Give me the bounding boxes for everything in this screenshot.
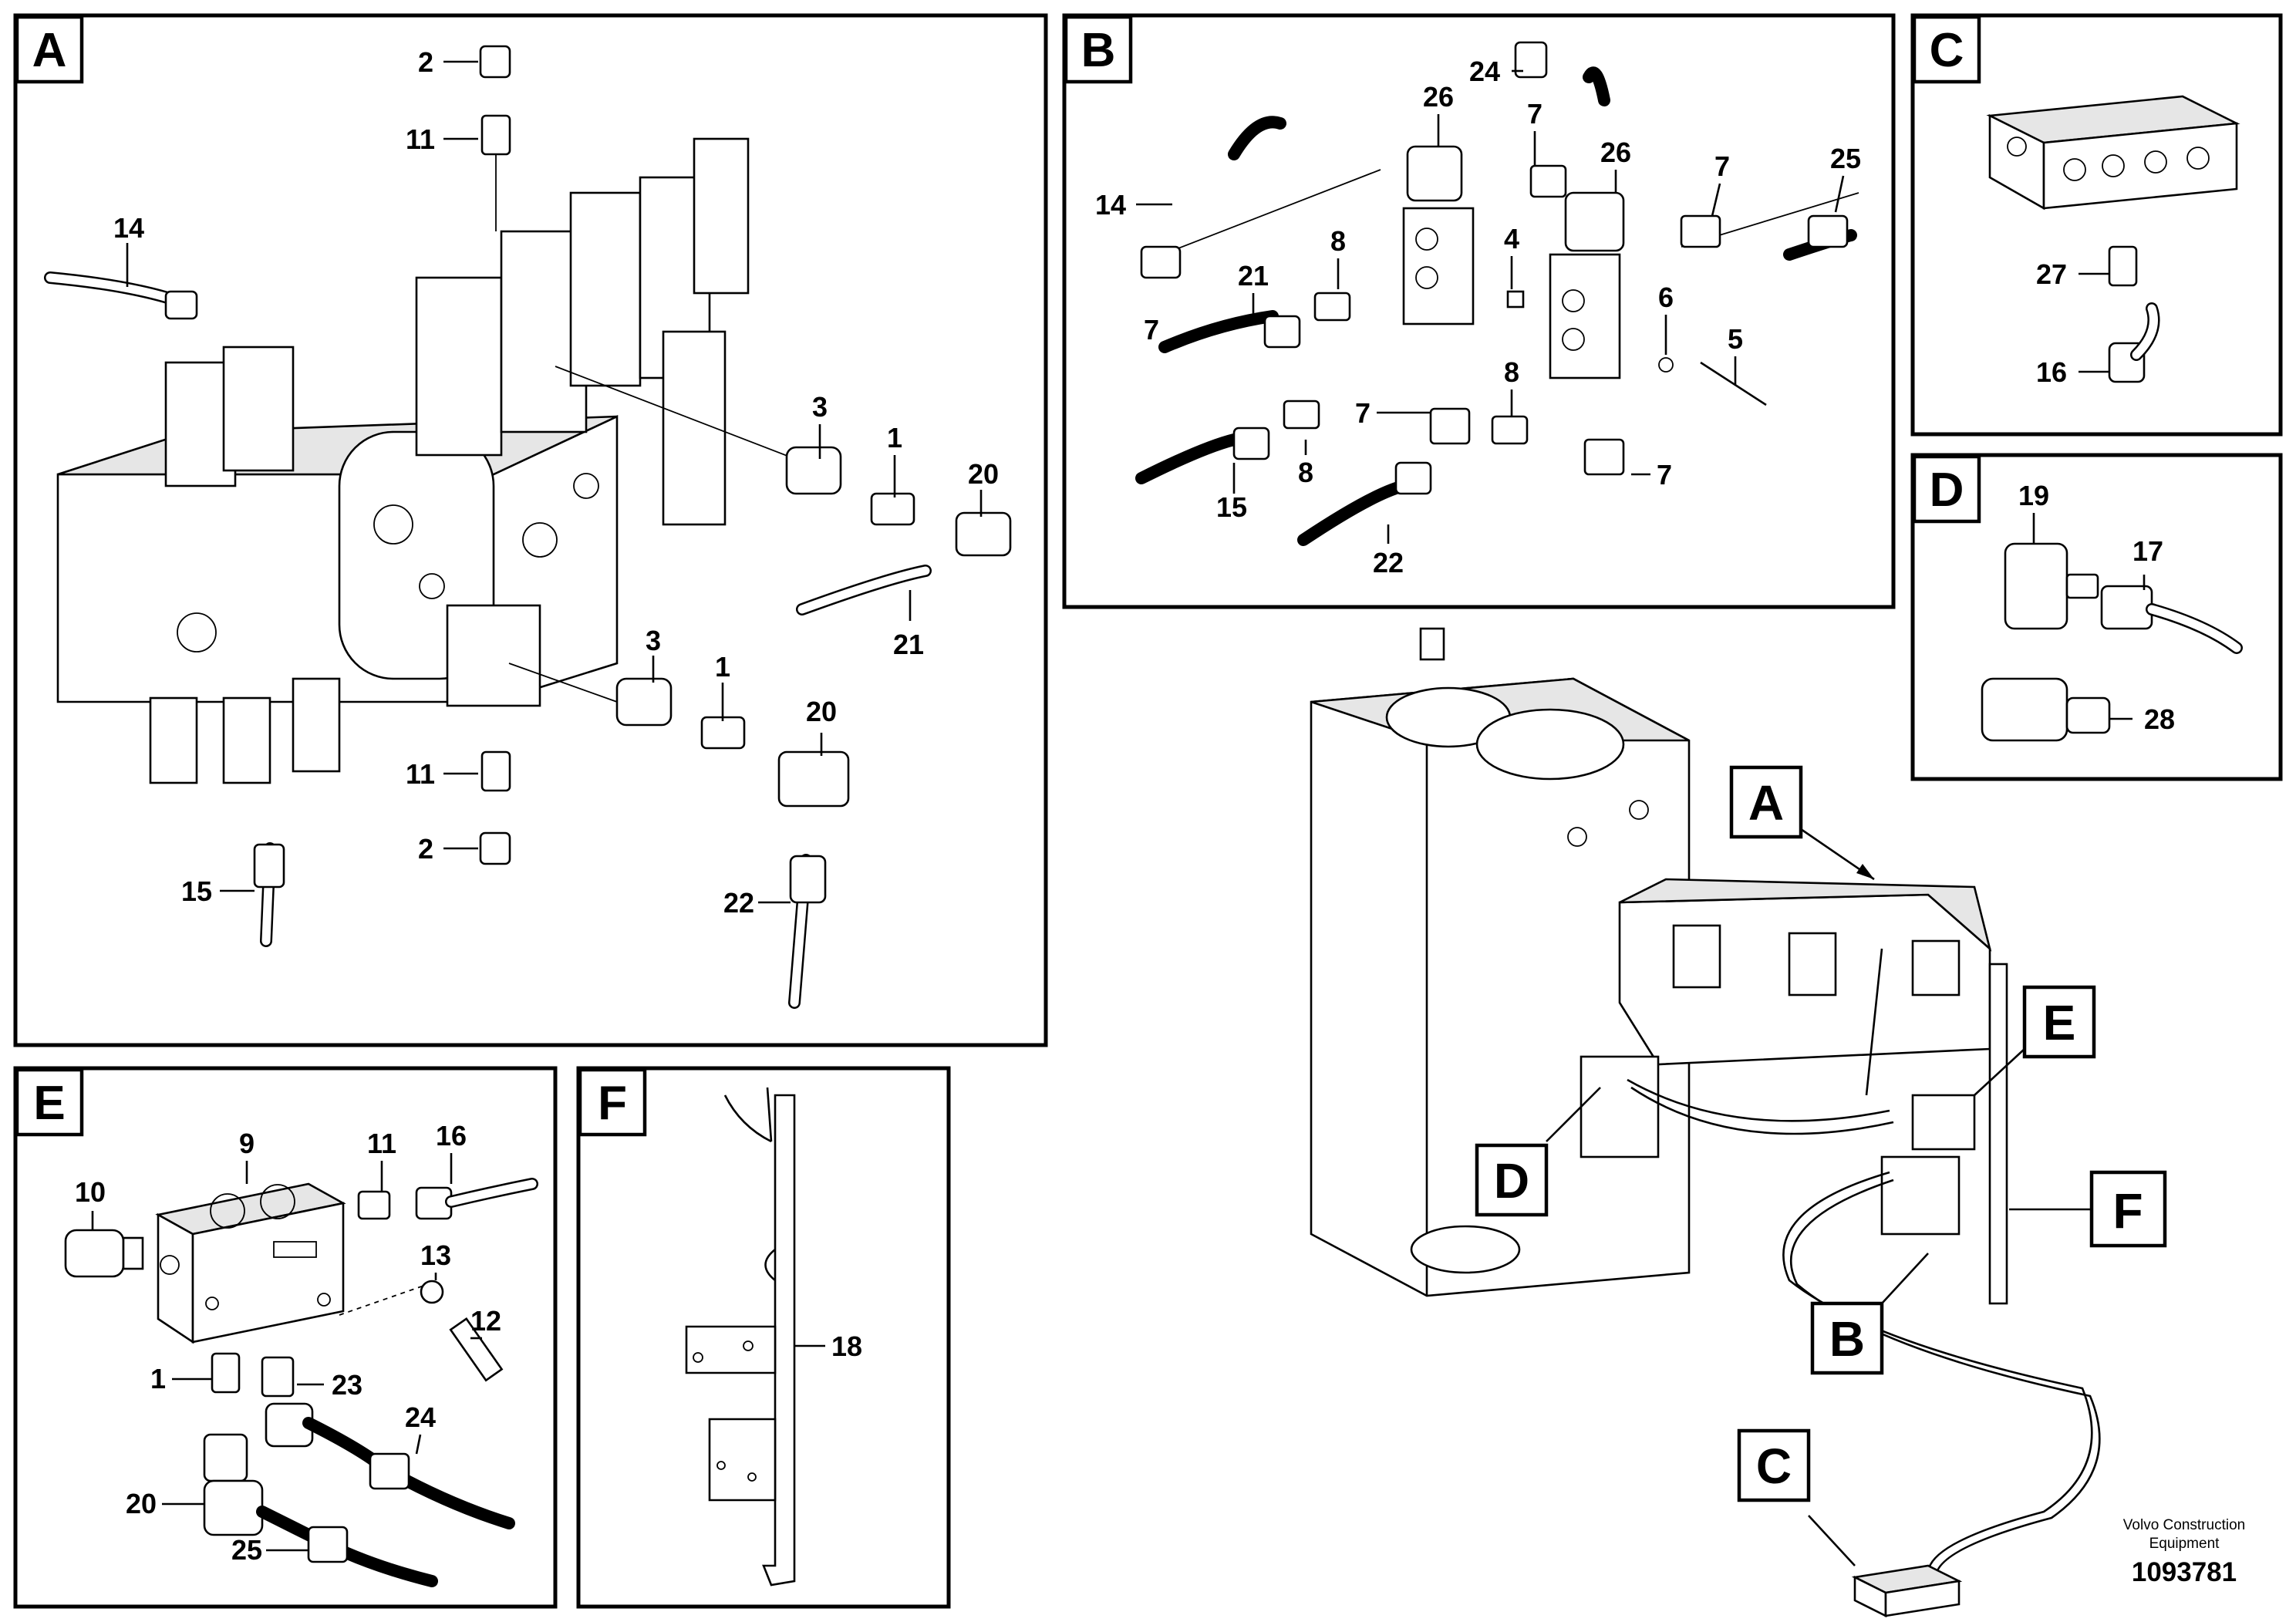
part-label: 1 [150, 1363, 166, 1394]
panel-d-letter: D [1930, 464, 1964, 517]
part-label: 1 [887, 422, 902, 454]
control-valve-drawing [56, 137, 750, 784]
part-label: 11 [367, 1128, 396, 1159]
part-label: 2 [418, 46, 433, 78]
part-label: 21 [1238, 260, 1269, 292]
panel-a-letter: A [32, 24, 67, 77]
panel-e-frame [13, 1066, 558, 1609]
part-label: 20 [126, 1488, 157, 1519]
part-label: 14 [1095, 189, 1126, 221]
panel-f-frame [576, 1066, 951, 1609]
part-label: 7 [1144, 314, 1159, 346]
part-label: 20 [968, 458, 999, 490]
part-label: 15 [181, 875, 212, 907]
callout-letter-e: E [2043, 995, 2076, 1050]
callout-letter-d: D [1494, 1153, 1529, 1209]
company-name-line2: Equipment [2149, 1536, 2220, 1552]
part-label: 24 [1469, 56, 1500, 87]
footer: Volvo Construction Equipment 1093781 [2123, 1517, 2245, 1587]
part-label: 8 [1298, 457, 1313, 488]
panel-d-frame [1910, 453, 2283, 781]
callout-box-f [2089, 1170, 2167, 1248]
part-label: 26 [1423, 81, 1454, 113]
panel-b: B [1062, 13, 1896, 609]
callout-box-d [1475, 1143, 1549, 1217]
callout-letter-a: A [1748, 775, 1784, 831]
part-label: 27 [2036, 258, 2067, 290]
panel-e-letter: E [33, 1077, 65, 1130]
part-label: 21 [893, 629, 924, 660]
panel-b-letter-box [1064, 15, 1133, 84]
panel-a: A [13, 13, 1048, 1047]
panel-a-letter-box [15, 15, 84, 84]
part-label: 25 [1830, 143, 1861, 174]
company-name-line1: Volvo Construction [2123, 1517, 2245, 1533]
part-label: 7 [1657, 459, 1672, 491]
callout-letter-c: C [1756, 1438, 1792, 1494]
panel-d-letter-box [1912, 454, 1981, 524]
panel-f-letter: F [598, 1077, 627, 1130]
callout-box-a [1729, 765, 1803, 839]
callout-box-b [1810, 1301, 1884, 1375]
part-label: 11 [406, 758, 435, 790]
part-label: 6 [1658, 282, 1674, 313]
panel-a-frame [13, 13, 1048, 1047]
part-label: 18 [831, 1330, 862, 1362]
part-label: 10 [75, 1176, 106, 1208]
part-label: 22 [1373, 547, 1404, 578]
part-label: 28 [2144, 703, 2175, 735]
part-label: 7 [1527, 98, 1542, 130]
panel-f: F 18 [576, 1066, 951, 1609]
part-label: 25 [231, 1534, 262, 1566]
callout-letter-f: F [2112, 1183, 2143, 1239]
callout-box-e [2022, 985, 2096, 1059]
part-label: 19 [2018, 480, 2049, 511]
part-label: 4 [1504, 223, 1519, 255]
part-label: 17 [2132, 535, 2163, 567]
panel-f-letter-box [578, 1067, 647, 1137]
part-label: 1 [715, 651, 730, 683]
part-label: 24 [405, 1401, 436, 1433]
part-label: 13 [420, 1239, 451, 1271]
part-label: 3 [812, 391, 828, 423]
panel-c-letter: C [1930, 24, 1964, 77]
part-label: 5 [1728, 323, 1743, 355]
overview-callouts: A E D F B C [1475, 765, 2167, 1566]
part-label: 20 [806, 696, 837, 727]
part-label: 11 [406, 123, 435, 155]
part-label: 16 [2036, 356, 2067, 388]
part-label: 8 [1330, 225, 1346, 257]
part-label: 7 [1714, 150, 1730, 182]
part-label: 23 [332, 1369, 362, 1401]
part-label: 15 [1216, 491, 1247, 523]
part-label: 16 [436, 1120, 467, 1152]
machine-overview-drawing [1310, 627, 2101, 1618]
panel-e: E [13, 1066, 558, 1609]
panel-c-frame [1910, 13, 2283, 437]
part-label: 22 [723, 887, 754, 919]
panel-c: C 27 16 [1910, 13, 2283, 437]
callout-letter-b: B [1829, 1311, 1865, 1367]
panel-e-letter-box [15, 1067, 84, 1137]
part-label: 14 [113, 212, 144, 244]
part-label: 2 [418, 833, 433, 865]
panel-b-frame [1062, 13, 1896, 609]
panel-b-letter: B [1081, 24, 1116, 77]
part-label: 26 [1600, 137, 1631, 168]
part-label: 8 [1504, 356, 1519, 388]
part-label: 7 [1355, 397, 1371, 429]
panel-d: D 19 17 28 [1910, 453, 2283, 781]
part-label: 12 [470, 1305, 501, 1337]
panel-c-letter-box [1912, 15, 1981, 84]
part-label: 3 [646, 625, 661, 656]
drawing-number: 1093781 [2132, 1557, 2237, 1587]
callout-box-c [1737, 1428, 1811, 1502]
part-label: 9 [239, 1128, 255, 1159]
